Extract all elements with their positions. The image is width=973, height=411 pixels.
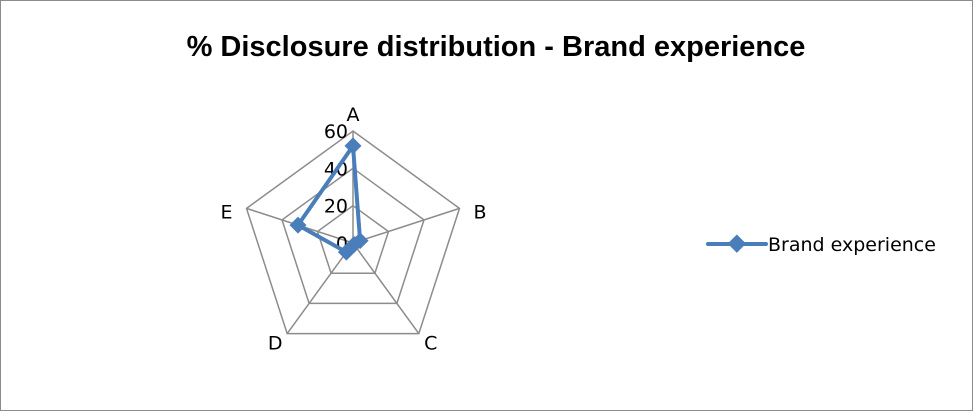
series-layer	[289, 137, 369, 261]
grid-ring	[281, 167, 425, 305]
category-label: D	[268, 333, 283, 355]
legend-diamond-marker	[727, 234, 747, 253]
radar-spoke	[352, 207, 460, 244]
radar-spoke	[352, 242, 420, 335]
category-label: B	[474, 201, 487, 223]
category-labels: A B C D E	[220, 104, 486, 355]
radar-spoke	[286, 242, 354, 335]
data-point	[344, 137, 362, 155]
legend-label: Brand experience	[768, 234, 936, 256]
chart-title: % Disclosure distribution - Brand experi…	[186, 31, 806, 63]
radar-grid	[245, 130, 461, 335]
grid-ring	[316, 204, 390, 274]
grid-ring	[245, 130, 461, 335]
category-label: E	[220, 201, 232, 223]
data-point	[337, 243, 355, 261]
category-label: C	[424, 333, 437, 355]
legend: Brand experience	[706, 234, 936, 256]
tick-label: 60	[324, 121, 348, 143]
category-label: A	[347, 104, 360, 126]
data-point	[289, 216, 307, 234]
tick-label: 20	[324, 196, 348, 218]
